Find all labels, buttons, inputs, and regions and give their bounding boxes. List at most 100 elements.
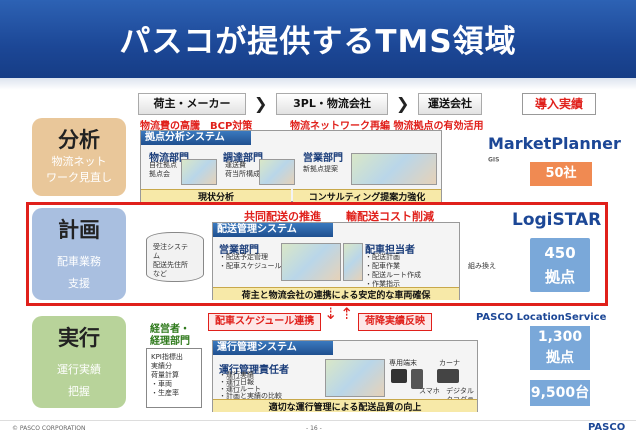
- planning-system-title: 配送管理システム: [213, 223, 333, 237]
- analysis-note1: 自社拠点: [149, 161, 177, 169]
- marketplanner-gis: GIS: [488, 156, 500, 164]
- title-bar: パスコが提供するTMS領域: [0, 0, 636, 78]
- db-text1: 受注システ: [153, 243, 188, 251]
- analysis-note3: 運送費: [225, 161, 246, 169]
- execution-system-box: 運行管理システム 運行管理責任者 ・運行実績 ・運行日報 ・運行ルート ・計画と…: [212, 340, 478, 413]
- pls-units: 9,500台: [530, 380, 590, 406]
- planning-bottom: 荷主と物流会社の連携による安定的な車両確保: [213, 287, 459, 301]
- row-analysis-sub2: ワーク見直し: [46, 171, 112, 184]
- logistar-unit: 拠点: [544, 268, 575, 286]
- execution-bottom: 適切な運行管理による配送品質の向上: [213, 399, 477, 413]
- analysis-map-image: [351, 153, 437, 185]
- planning-dispatcher: 配車担当者: [365, 245, 415, 256]
- kpi-document-icon: KPI指標出 実績分 荷量計算 ・車両 ・生産率: [146, 348, 202, 408]
- footer-copyright: © PASCO CORPORATION: [12, 425, 86, 432]
- analysis-bottom-left: 現状分析: [141, 189, 291, 203]
- kpi5: ・生産率: [151, 389, 179, 397]
- kpi2: 実績分: [151, 362, 172, 370]
- chevron-right-icon: ❯: [396, 94, 410, 113]
- device-smartphone: スマホ: [419, 387, 440, 395]
- planning-screen-image: [281, 243, 341, 281]
- link-left: 配車スケジュール連携: [208, 313, 322, 331]
- row-planning-sub2: 支援: [68, 277, 90, 290]
- planning-dispatcher-note4: ・作業指示: [365, 280, 400, 288]
- pasco-logo: PASCO: [588, 422, 626, 433]
- planning-system-box: 配送管理システム 営業部門 ・配送予定管理 ・配車スケジュール 配車担当者 ・配…: [212, 222, 460, 301]
- header-3pl: 3PL・物流会社: [276, 93, 388, 115]
- marketplanner-name: MarketPlanner: [488, 134, 621, 153]
- analysis-bottom-right: コンサルティング提案力強化: [293, 189, 441, 203]
- device-dedicated: 専用端末: [389, 359, 417, 367]
- db-text3: 配送先住所: [153, 261, 188, 269]
- kpi3: 荷量計算: [151, 371, 179, 379]
- row-planning-sub1: 配車業務: [57, 255, 101, 268]
- marketplanner-count: 50社: [530, 162, 592, 186]
- planning-highlight-frame: [26, 202, 608, 306]
- execution-note3: ・運行ルート: [219, 385, 261, 393]
- dept-sales: 営業部門: [303, 153, 343, 164]
- kpi1: KPI指標出: [151, 353, 183, 361]
- execution-manager: 運行管理責任者: [219, 365, 289, 376]
- footer: © PASCO CORPORATION - 16 - PASCO: [0, 420, 636, 436]
- db-text2: ム: [153, 252, 160, 260]
- dept-logistics: 物流部門: [149, 153, 189, 164]
- planning-dispatcher-note3: ・配送ルート作成: [365, 271, 421, 279]
- planning-dispatcher-note2: ・配車作業: [365, 262, 400, 270]
- chevron-right-icon: ❯: [254, 94, 268, 113]
- analysis-note2: 拠点会: [149, 170, 170, 178]
- logistar-count: 450: [544, 244, 576, 262]
- pls-unit: 拠点: [546, 350, 574, 366]
- database-icon: 受注システ ム 配送先住所 など: [146, 232, 204, 282]
- db-text4: など: [153, 270, 167, 278]
- mgmt-label1: 経営者・: [150, 324, 190, 335]
- location-service-logo: PASCO LocationService: [476, 312, 607, 323]
- arrow-up-icon: ⇡: [340, 304, 354, 323]
- analysis-system-box: 拠点分析システム 物流部門 調達部門 営業部門 自社拠点 拠点会 運送費 荷当所…: [140, 130, 442, 203]
- header-shipper: 荷主・メーカー: [138, 93, 246, 115]
- planning-sales-note2: ・配車スケジュール: [219, 262, 282, 270]
- row-planning-title: 計画: [58, 218, 100, 242]
- planning-map-image: [343, 243, 363, 281]
- execution-note1: ・運行実績: [219, 371, 254, 379]
- arrow-down-icon: ⇣: [324, 304, 338, 323]
- footer-page: - 16 -: [306, 425, 322, 432]
- kpi4: ・車両: [151, 380, 172, 388]
- device-navi: カーナ: [439, 359, 460, 367]
- analysis-map-image: [181, 159, 217, 185]
- analysis-system-title: 拠点分析システム: [141, 131, 251, 145]
- execution-note2: ・運行日報: [219, 378, 254, 386]
- pls-count-box: 1,300 拠点: [530, 326, 590, 370]
- row-analysis-sub1: 物流ネット: [51, 155, 107, 168]
- row-execution: 実行 運行実績 把握: [32, 316, 126, 408]
- header-carrier: 運送会社: [418, 93, 482, 115]
- row-execution-sub1: 運行実績: [57, 363, 101, 376]
- logistar-logo: LogiSTAR: [512, 210, 602, 230]
- row-analysis-title: 分析: [58, 128, 100, 152]
- analysis-red-right: 物流ネットワーク再編 物流拠点の有効活用: [290, 121, 484, 132]
- link-right: 荷降実績反映: [358, 313, 432, 331]
- dept-procurement: 調達部門: [223, 153, 263, 164]
- marketplanner-logo: MarketPlanner GIS: [488, 134, 636, 172]
- planning-sales: 営業部門: [219, 245, 259, 256]
- planning-sales-note1: ・配送予定管理: [219, 253, 268, 261]
- planning-red1: 共同配送の推進: [244, 210, 321, 223]
- row-execution-sub2: 把握: [68, 385, 90, 398]
- planning-red2: 輸配送コスト削減: [346, 210, 434, 223]
- pls-count: 1,300: [537, 329, 583, 345]
- execution-screen-image: [325, 359, 385, 397]
- execution-note4: ・計画と実績の比較: [219, 392, 282, 400]
- analysis-note4: 荷当所構成: [225, 170, 260, 178]
- dedicated-terminal-icon: [391, 369, 407, 383]
- row-planning: 計画 配車業務 支援: [32, 208, 126, 300]
- page-title: パスコが提供するTMS領域: [119, 24, 517, 60]
- logistar-count-box: 450 拠点: [530, 238, 590, 292]
- smartphone-icon: [411, 369, 423, 389]
- execution-system-title: 運行管理システム: [213, 341, 333, 355]
- car-navi-icon: [437, 369, 459, 383]
- track-record-label: 導入実績: [522, 93, 596, 115]
- analysis-red-left: 物流費の高騰 BCP対策: [140, 121, 253, 132]
- planning-dispatcher-note1: ・配送計画: [365, 253, 400, 261]
- row-analysis: 分析 物流ネット ワーク見直し: [32, 118, 126, 196]
- mgmt-label2: 経理部門: [150, 336, 190, 347]
- planning-combine: 組み換え: [468, 262, 496, 270]
